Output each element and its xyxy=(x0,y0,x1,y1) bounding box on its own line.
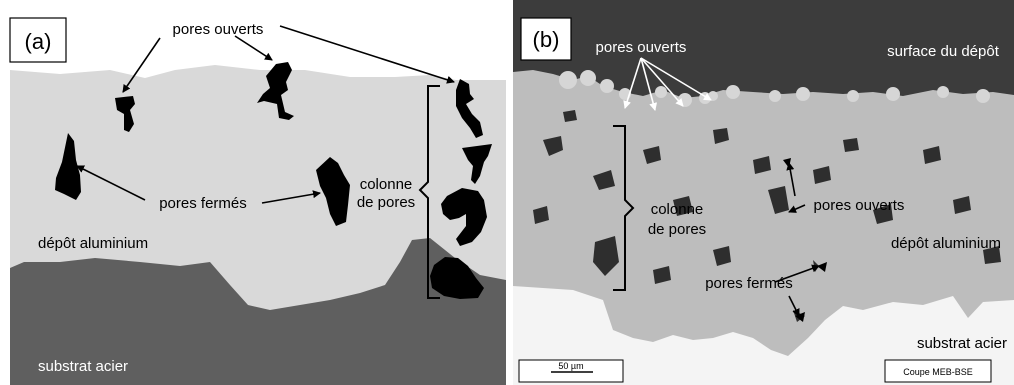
arrow-open-pore-mid-1 xyxy=(786,162,796,197)
label-coating: dépôt aluminium xyxy=(38,235,148,252)
arrow-open-pore-3 xyxy=(279,25,455,84)
method-label: Coupe MEB-BSE xyxy=(903,367,973,377)
scale-bar-box xyxy=(518,359,624,383)
label-pore-column-1: colonne xyxy=(651,201,704,218)
label-open-pores-mid: pores ouverts xyxy=(814,197,905,214)
panel-b-label: (b) xyxy=(533,27,560,52)
label-pore-column-2: de pores xyxy=(357,194,415,211)
label-pore-column-1: colonne xyxy=(360,176,413,193)
panel-a-figure: (a) pores ouverts pores fermés colonne d… xyxy=(0,0,506,385)
label-open-pores: pores ouverts xyxy=(173,21,264,38)
panel-b-figure: (b) pores ouverts surface du dépôt colon… xyxy=(513,0,1014,385)
panel-a-label: (a) xyxy=(25,29,52,54)
panel-a-label-box xyxy=(9,17,67,63)
sem-pores xyxy=(533,110,1001,322)
arrow-open-pore-top-3 xyxy=(640,57,684,107)
label-substrate: substrat acier xyxy=(38,358,128,375)
arrow-open-pore-top-2 xyxy=(640,57,658,111)
arrow-closed-pore-1 xyxy=(774,264,820,283)
label-closed-pores: pores fermés xyxy=(159,195,247,212)
label-closed-pores: pores fermés xyxy=(705,275,793,292)
column-pore xyxy=(462,144,492,184)
arrow-open-pore-2 xyxy=(234,35,273,61)
column-pore xyxy=(456,79,483,138)
column-bracket xyxy=(418,85,440,299)
column-pore xyxy=(441,188,487,246)
label-substrate: substrat acier xyxy=(917,335,1007,352)
label-pore-column-2: de pores xyxy=(648,221,706,238)
open-pore xyxy=(257,62,294,120)
arrow-open-pore-1 xyxy=(122,37,161,93)
column-bracket xyxy=(613,125,635,291)
closed-pore xyxy=(316,157,350,226)
arrow-open-pore-top-1 xyxy=(623,57,642,109)
label-coating: dépôt aluminium xyxy=(891,235,1001,252)
column-pore xyxy=(430,257,484,299)
arrow-closed-pore-2 xyxy=(788,295,800,317)
label-surface: surface du dépôt xyxy=(887,43,1000,60)
arrow-closed-pore-1 xyxy=(76,165,146,201)
method-box xyxy=(884,359,992,383)
arrow-open-pore-top-4 xyxy=(640,57,712,101)
scale-bar-label: 50 µm xyxy=(558,361,583,371)
panel-a-schematic: (a) pores ouverts pores fermés colonne d… xyxy=(0,0,506,385)
closed-pore xyxy=(55,133,81,200)
substrate-layer xyxy=(10,238,506,385)
panel-b-label-box xyxy=(520,17,572,61)
open-pore xyxy=(115,96,135,132)
sem-surface-grains xyxy=(559,70,990,107)
panel-b-sem-image: (b) pores ouverts surface du dépôt colon… xyxy=(513,0,1014,385)
sem-coating xyxy=(513,70,1014,356)
arrow-closed-pore-2 xyxy=(261,190,321,204)
label-open-pores-top: pores ouverts xyxy=(596,39,687,56)
arrow-open-pore-mid-2 xyxy=(788,204,806,213)
